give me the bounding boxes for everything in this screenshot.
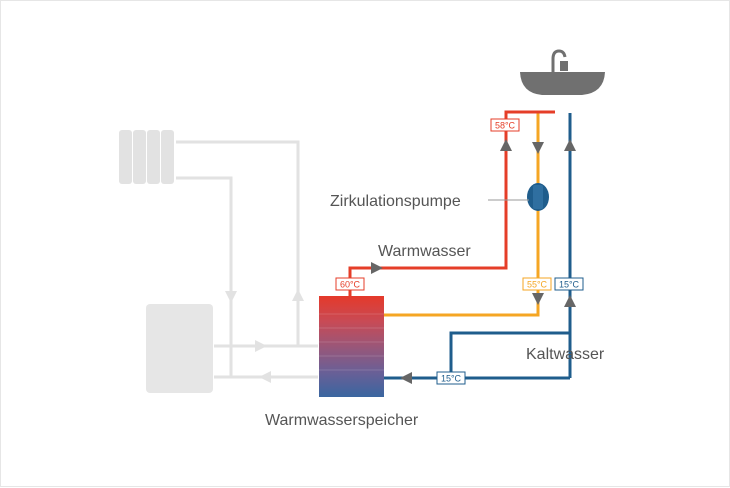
radiator-icon [119,130,174,184]
svg-text:15°C: 15°C [559,280,580,290]
arrow-hot-up [500,139,512,151]
circulation-pump-icon [527,183,549,211]
svg-text:60°C: 60°C [340,280,361,290]
hot-water-tank [319,296,384,397]
svg-text:58°C: 58°C [495,121,516,131]
arrow-circ-down-top [532,142,544,154]
flow-arrows [371,139,576,384]
temp-tag-circulation-return: 55°C [522,277,552,291]
boiler-unit [146,304,213,393]
temp-tag-cold-inlet: 15°C [436,371,466,385]
label-kaltwasser: Kaltwasser [526,346,605,363]
circulation-pipe [384,113,540,317]
arrow-cold-left [400,372,412,384]
svg-text:15°C: 15°C [441,374,462,384]
temp-tag-hot-supply: 58°C [490,118,520,132]
temp-tag-tank-outlet: 60°C [335,277,365,291]
svg-text:55°C: 55°C [527,280,548,290]
heating-flow-arrows [225,289,304,383]
label-warmwasser: Warmwasser [378,243,471,260]
label-zirkulationspumpe: Zirkulationspumpe [330,193,461,210]
arrow-circ-down-bottom [532,293,544,305]
arrow-cold-up-top [564,139,576,151]
cold-water-pipe [384,113,572,380]
temp-tag-cold-riser: 15°C [554,277,584,291]
arrow-cold-up-bottom [564,295,576,307]
arrow-hot-right [371,262,383,274]
sink-icon [520,49,605,95]
label-warmwasserspeicher: Warmwasserspeicher [265,412,419,429]
